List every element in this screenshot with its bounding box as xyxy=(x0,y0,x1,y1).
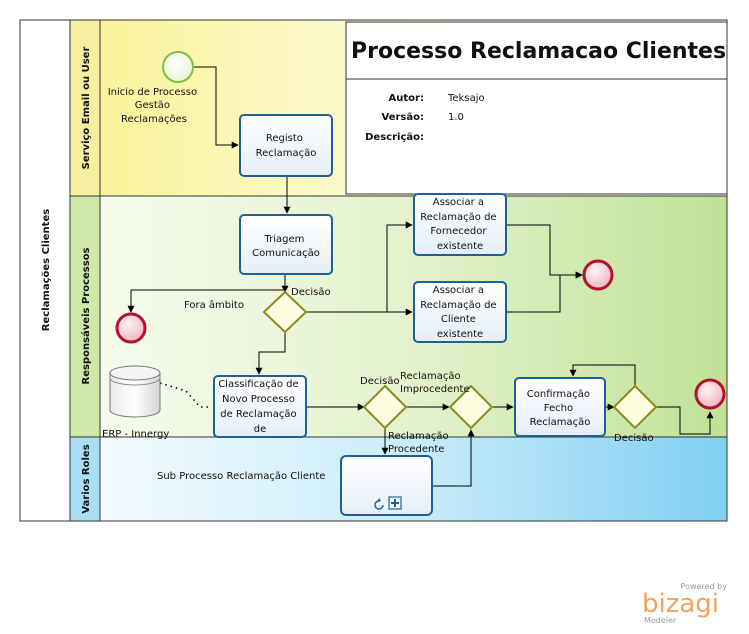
bizagi-logo: Powered by bizagi Modeler xyxy=(642,582,727,625)
flow-subprocesso-merge[interactable] xyxy=(432,429,475,487)
loop-icon xyxy=(374,500,384,510)
task-confirmacao[interactable]: Confirmação Fecho Reclamação xyxy=(514,377,606,437)
lane-3-label: Varios Roles xyxy=(81,444,92,513)
task-associar-cliente[interactable]: Associar a Reclamação de Cliente existen… xyxy=(413,281,507,343)
flow-decisao-classificacao[interactable] xyxy=(255,332,286,375)
pool-outline xyxy=(19,19,728,522)
logo-brand: bizagi xyxy=(642,589,719,619)
gateway-decisao-4[interactable] xyxy=(612,384,658,430)
flow-decisao-fim[interactable] xyxy=(656,406,714,435)
svg-text:Associar a Reclamação de: Associar a Reclamação de Cliente existen… xyxy=(420,285,500,340)
flow-label-improcedente: Reclamação Improcedente xyxy=(400,371,470,395)
sequence-flows xyxy=(127,66,714,487)
gateway-4-label: Decisão xyxy=(614,433,654,444)
flow-label-procedente: Reclamação Procedente xyxy=(388,431,452,455)
pool-label: Reclamações Clientes xyxy=(41,209,52,331)
task-classificacao[interactable]: Classificação de Novo Processo de Reclam… xyxy=(213,375,307,438)
svg-text:Triagem Comunicação: Triagem Comunicação xyxy=(252,234,320,259)
subprocess-label: Sub Processo Reclamação Cliente xyxy=(157,471,325,482)
flow-start-registo[interactable] xyxy=(194,66,239,149)
header-title: Processo Reclamacao Clientes xyxy=(351,39,726,64)
gateway-2-label: Decisão xyxy=(360,376,400,387)
gateway-decisao-1[interactable] xyxy=(262,290,308,334)
end-event-fecho[interactable] xyxy=(694,378,726,410)
gateway-1-label: Decisão xyxy=(291,287,331,298)
svg-text:Confirmação Fecho: Confirmação Fecho Reclamação xyxy=(527,389,593,428)
datastore-label: ERP - Innergy xyxy=(102,429,169,440)
start-event-label: Inicio de Processo Gestão Reclamações xyxy=(108,87,201,125)
end-event-associacao[interactable] xyxy=(582,259,614,291)
lane-1-header xyxy=(69,19,101,197)
author-value: Teksajo xyxy=(447,93,485,104)
flow-cliente-fim[interactable] xyxy=(506,271,583,313)
header-box: Processo Reclamacao Clientes Autor: Teks… xyxy=(345,21,728,195)
task-registo[interactable]: Registo Reclamação xyxy=(239,114,333,177)
task-associar-fornecedor[interactable]: Associar a Reclamação de Fornecedor exis… xyxy=(413,193,507,256)
svg-text:Registo Reclamação: Registo Reclamação xyxy=(256,133,317,159)
subprocess-reclamacao-cliente[interactable] xyxy=(340,455,433,516)
gateway-decisao-2[interactable] xyxy=(362,384,408,430)
task-triagem[interactable]: Triagem Comunicação xyxy=(239,214,333,275)
logo-product: Modeler xyxy=(644,616,677,625)
lane-3-header xyxy=(69,436,101,522)
svg-text:Classificação de Novo Pr: Classificação de Novo Processo de Reclam… xyxy=(218,379,302,435)
flow-label-fora-ambito: Fora âmbito xyxy=(184,299,244,311)
lane-2-label: Responsáveis Processos xyxy=(80,247,92,384)
start-event[interactable] xyxy=(162,51,194,83)
svg-text:Associar a Reclamação de: Associar a Reclamação de Fornecedor exis… xyxy=(420,197,500,252)
description-label: Descrição: xyxy=(365,132,424,143)
end-event-fora-ambito[interactable] xyxy=(115,312,147,344)
datastore-erp[interactable] xyxy=(109,365,161,418)
author-label: Autor: xyxy=(389,93,424,104)
logo-powered-text: Powered by xyxy=(681,582,728,591)
gateway-merge[interactable] xyxy=(448,384,494,430)
lane-1-label: Serviço Email ou User xyxy=(81,47,92,170)
flow-loop-confirmacao[interactable] xyxy=(569,364,636,386)
version-value: 1.0 xyxy=(448,112,464,123)
version-label: Versão: xyxy=(382,112,424,123)
